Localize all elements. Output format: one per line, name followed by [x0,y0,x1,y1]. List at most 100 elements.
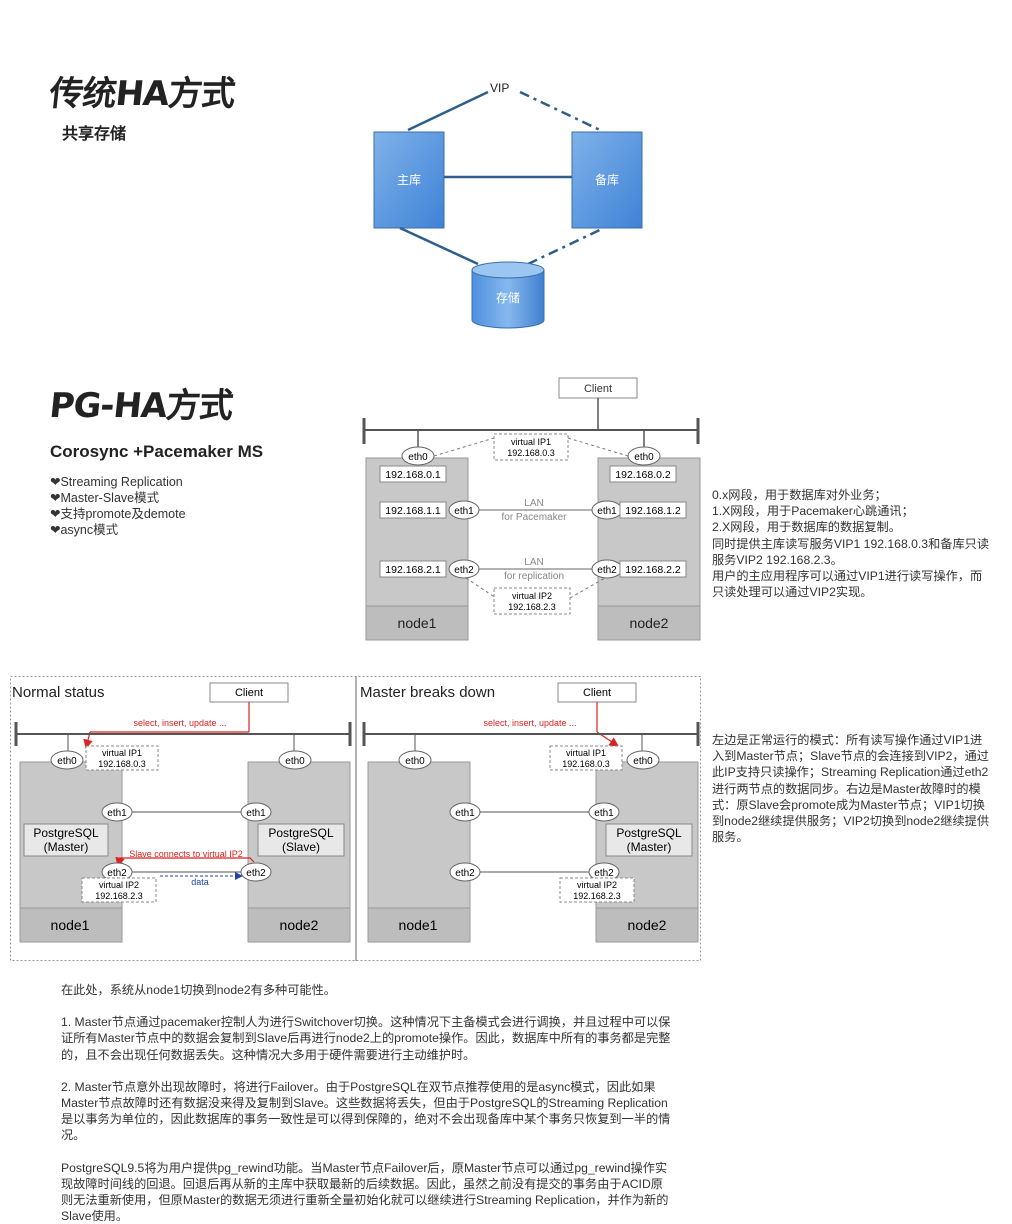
desc-line: 2.X网段，用于数据库的数据复制。 [712,520,901,535]
svg-text:eth0: eth0 [285,756,305,767]
node2-label: node2 [630,615,669,631]
n2-eth1: eth1 [597,506,617,517]
desc-line: 只读处理可以通过VIP2实现。 [712,585,873,600]
svg-text:eth1: eth1 [107,808,127,819]
right-client: Client [583,687,611,699]
svg-text:eth2: eth2 [246,868,266,879]
n2-ip2: 192.168.2.2 [625,564,681,576]
feature-list: ❤Streaming Replication ❤Master-Slave模式 ❤… [50,474,186,538]
n1-eth0: eth0 [408,452,428,463]
left-query: select, insert, update ... [133,718,226,728]
svg-text:eth0: eth0 [405,756,425,767]
vip2-addr: 192.168.2.3 [508,602,556,612]
vip-standby-line [519,90,601,132]
svg-text:PostgreSQL: PostgreSQL [616,826,682,840]
master-breaks-title: Master breaks down [360,684,495,701]
standby-db-label: 备库 [595,172,619,187]
standby-storage-line [527,226,605,266]
n2-ip0: 192.168.0.2 [615,469,671,481]
storage-cylinder-top [471,261,545,279]
n1-eth1: eth1 [454,506,474,517]
n1-ip1: 192.168.1.1 [385,505,441,517]
master-breaks-down-panel: Master breaks down Client select, insert… [360,682,700,943]
desc-line: 用户的主应用程序可以通过VIP1进行读写操作，而 [712,569,983,584]
section2-description: 0.x网段，用于数据库对外业务； 1.X网段，用于Pacemaker心跳通讯； … [712,487,989,600]
desc-line: 进行两节点的数据同步。右边是Master故障时的模 [712,781,981,796]
body-paragraph: PostgreSQL9.5将为用户提供pg_rewind功能。当Master节点… [61,1160,669,1224]
feature-item: ❤Streaming Replication [50,475,183,489]
svg-text:virtual IP2: virtual IP2 [577,880,617,890]
n1-ip2: 192.168.2.1 [385,564,441,576]
svg-text:192.168.2.3: 192.168.2.3 [573,891,621,901]
left-client: Client [235,687,263,699]
vip-label: VIP [490,81,509,95]
body-paragraph: 在此处，系统从node1切换到node2有多种可能性。 [61,983,336,997]
svg-text:eth0: eth0 [57,756,77,767]
svg-text:eth1: eth1 [594,808,614,819]
section1-subtitle: 共享存储 [62,124,127,143]
desc-line: 1.X网段，用于Pacemaker心跳通讯； [712,504,914,519]
svg-text:192.168.2.3: 192.168.2.3 [95,891,143,901]
desc-line: 此IP支持只读操作；Streaming Replication通过eth2 [712,765,989,780]
node1-label: node1 [398,615,437,631]
svg-text:(Master): (Master) [627,840,672,854]
svg-text:PostgreSQL: PostgreSQL [33,826,99,840]
desc-line: 同时提供主库读写服务VIP1 192.168.0.3和备库只读 [712,536,990,551]
client-label: Client [584,383,612,395]
right-node2: node2 [628,917,667,933]
storage-cylinder [471,270,545,329]
desc-line: 左边是正常运行的模式：所有读写操作通过VIP1进 [712,733,983,747]
body-text: 在此处，系统从node1切换到node2有多种可能性。 1. Master节点通… [61,982,721,1224]
svg-text:(Slave): (Slave) [282,840,320,854]
master-db-label: 主库 [397,172,421,187]
vip-master-line [407,90,489,132]
lan2-label-b: for replication [504,571,564,582]
vip2-label: virtual IP2 [512,591,552,601]
svg-text:eth2: eth2 [455,868,475,879]
svg-text:virtual IP2: virtual IP2 [99,880,139,890]
svg-text:virtual IP1: virtual IP1 [102,748,142,758]
n1-ip0: 192.168.0.1 [385,469,441,481]
lan1-label-b: for Pacemaker [501,512,567,523]
storage-label: 存储 [496,290,520,305]
standby-db-box [571,131,643,229]
failover-diagram: Normal status Client select, insert, upd… [10,676,701,961]
desc-line: 0.x网段，用于数据库对外业务； [712,488,887,502]
feature-item: ❤Master-Slave模式 [50,491,160,505]
svg-text:eth1: eth1 [455,808,475,819]
n1-eth2: eth2 [454,565,474,576]
n2-eth2: eth2 [597,565,617,576]
svg-text:eth0: eth0 [633,756,653,767]
desc-line: 到node2继续提供服务；VIP2切换到node2继续提供 [712,814,990,829]
slave-connects-label: Slave connects to virtual IP2 [129,849,243,859]
svg-text:eth2: eth2 [107,868,127,879]
right-node1: node1 [399,917,438,933]
svg-text:eth2: eth2 [594,868,614,879]
feature-item: ❤async模式 [50,523,119,537]
vip1-box [493,433,569,461]
svg-text:virtual IP1: virtual IP1 [566,748,606,758]
normal-status-title: Normal status [12,684,105,701]
svg-text:(Master): (Master) [44,840,89,854]
n2-eth0: eth0 [634,452,654,463]
master-db-box [373,131,445,229]
traditional-ha-diagram: VIP 主库 备库 存储 [373,81,643,329]
vip1-label: virtual IP1 [511,437,551,447]
feature-item: ❤支持promote及demote [50,507,186,521]
vip1-addr: 192.168.0.3 [507,448,555,458]
left-node2: node2 [280,917,319,933]
svg-text:192.168.0.3: 192.168.0.3 [562,759,610,769]
section2-subtitle: Corosync +Pacemaker MS [50,442,264,461]
body-paragraph: 2. Master节点意外出现故障时，将进行Failover。由于Postgre… [61,1079,671,1143]
desc-line: 服务VIP2 192.168.2.3。 [712,552,843,567]
lan2-label-a: LAN [524,557,543,568]
pg-ha-network-diagram: Client node1 node2 eth0 eth0 virtual IP1… [362,377,701,641]
vip2-box [493,587,571,615]
desc-line: 入到Master节点；Slave节点的会连接到VIP2，通过 [712,749,989,764]
svg-text:eth1: eth1 [246,808,266,819]
desc-line: 服务。 [712,830,749,845]
svg-text:PostgreSQL: PostgreSQL [268,826,334,840]
left-node1: node1 [51,917,90,933]
section3-description: 左边是正常运行的模式：所有读写操作通过VIP1进 入到Master节点；Slav… [712,732,989,845]
section2-title: PG-HA方式 [47,386,235,426]
